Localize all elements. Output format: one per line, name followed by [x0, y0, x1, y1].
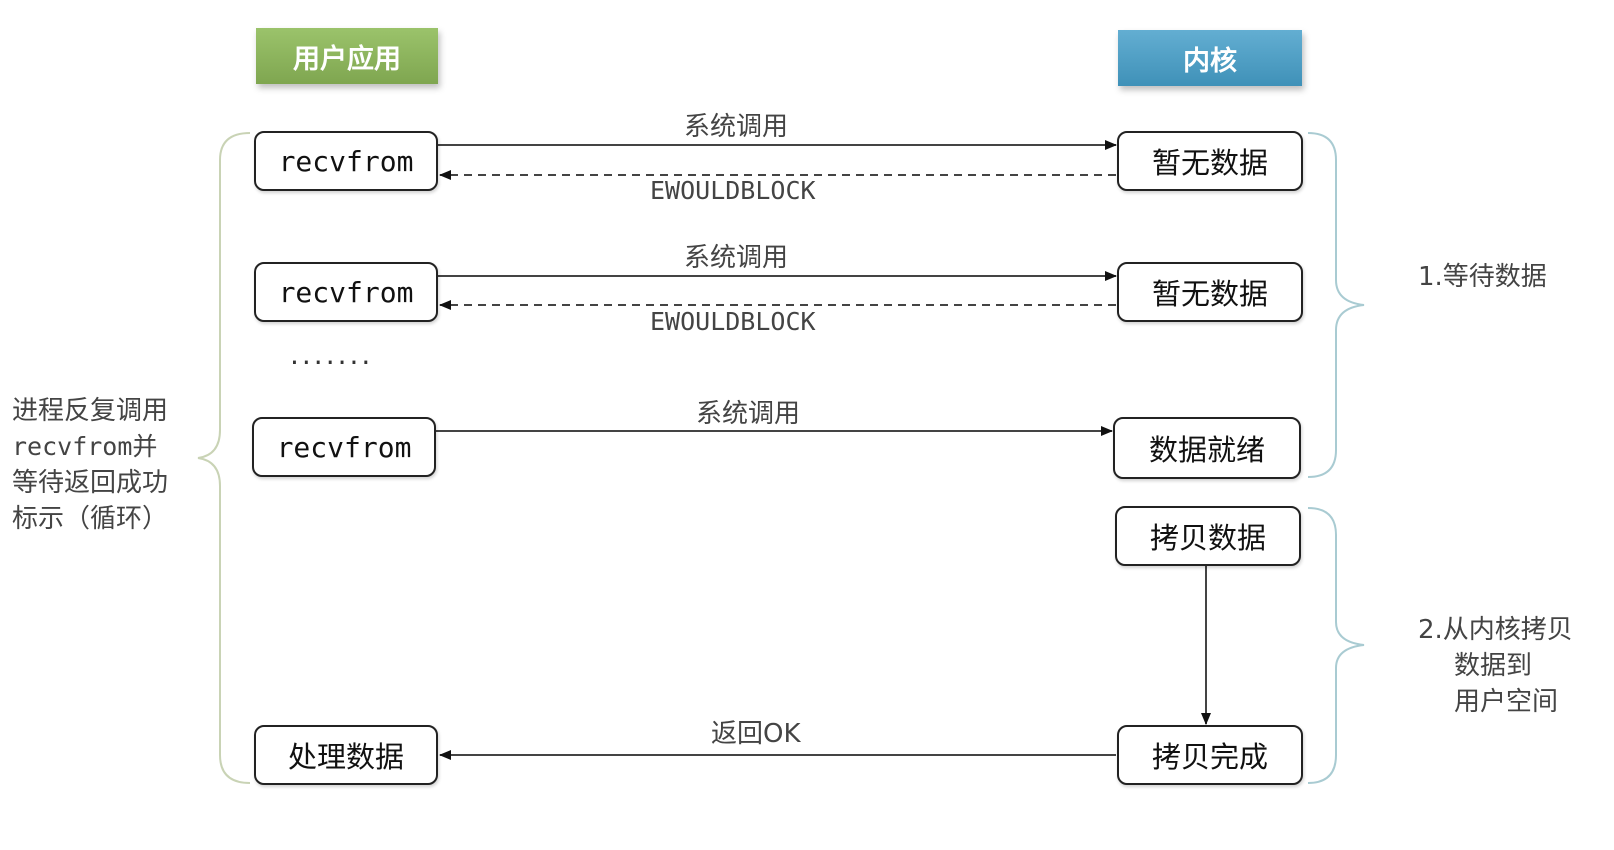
- left-brace: [197, 132, 251, 784]
- kernel-header: 内核: [1118, 30, 1302, 86]
- phase2-line-3: 用户空间: [1454, 687, 1559, 717]
- no-data-box-1: 暂无数据: [1117, 131, 1303, 191]
- left-loop-note: 进程反复调用 recvfrom并 等待返回成功 标示（循环）: [12, 393, 168, 537]
- phase2-line-2: 数据到: [1454, 651, 1533, 681]
- phase2-label: 2.从内核拷贝 数据到 用户空间: [1418, 612, 1573, 720]
- left-note-line-2: recvfrom并: [12, 432, 158, 461]
- left-note-line-1: 进程反复调用: [12, 396, 169, 426]
- syscall-label-2: 系统调用: [684, 243, 789, 273]
- ellipsis: ·······: [290, 346, 374, 379]
- phase1-brace: [1307, 132, 1365, 478]
- return-ok-label: 返回OK: [711, 719, 801, 749]
- copy-data-box: 拷贝数据: [1115, 506, 1301, 566]
- copy-done-box: 拷贝完成: [1117, 725, 1303, 785]
- data-ready-box: 数据就绪: [1113, 417, 1301, 479]
- syscall-label-1: 系统调用: [684, 112, 789, 142]
- recvfrom-box-1: recvfrom: [254, 131, 438, 191]
- no-data-box-2: 暂无数据: [1117, 262, 1303, 322]
- recvfrom-box-2: recvfrom: [254, 262, 438, 322]
- ewouldblock-label-2: EWOULDBLOCK: [650, 307, 816, 336]
- recvfrom-box-3: recvfrom: [252, 417, 436, 477]
- left-note-line-4: 标示（循环）: [12, 504, 169, 534]
- phase2-line-1: 2.从内核拷贝: [1418, 615, 1573, 645]
- process-data-box: 处理数据: [254, 725, 438, 785]
- phase1-label: 1.等待数据: [1418, 262, 1547, 292]
- ewouldblock-label-1: EWOULDBLOCK: [650, 176, 816, 205]
- phase2-brace: [1307, 507, 1365, 784]
- user-app-header: 用户应用: [256, 28, 438, 84]
- left-note-line-3: 等待返回成功: [12, 468, 169, 498]
- syscall-label-3: 系统调用: [696, 399, 801, 429]
